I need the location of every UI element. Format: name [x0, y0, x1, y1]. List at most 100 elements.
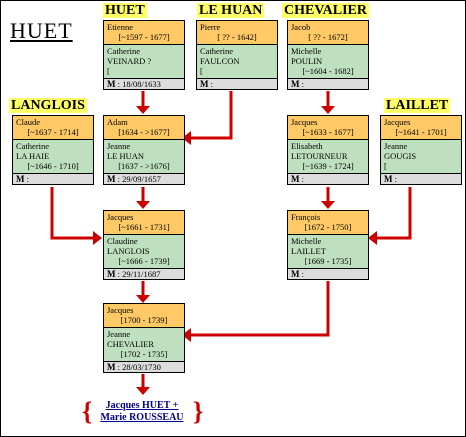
marriage-date: 29/11/1687 — [122, 269, 161, 279]
husband-dates: [~1597 - 1677] — [118, 32, 170, 42]
wife-surname: LETOURNEUR — [291, 151, 348, 161]
left-brace-icon: { — [82, 397, 93, 426]
wife-name: Catherine — [200, 46, 234, 56]
husband-dates: [1700 - 1739] — [120, 315, 168, 325]
arrow-langlois-to-huet-g1 — [50, 187, 94, 240]
wife-name: Jeanne — [107, 141, 131, 151]
husband-name: Jacob — [291, 22, 311, 32]
couple-box-huet-g1: Jacques [~1661 - 1731] Claudine LANGLOIS… — [103, 210, 185, 280]
wife-cell: Jeanne LE HUAN [1637 - >1676] — [104, 140, 184, 173]
family-label-langlois: LANGLOIS — [9, 98, 87, 113]
marriage-date: 29/09/1657 — [122, 174, 161, 184]
marriage-prefix: M — [200, 79, 209, 89]
arrow-lehuan-to-huet-g2 — [190, 91, 233, 140]
wife-name: Claudine — [107, 236, 138, 246]
wife-dates: [1637 - >1676] — [118, 161, 170, 171]
couple-box-laillet-g3: Jacques [~1641 - 1701] Jeanne GOUGIS [ M… — [380, 115, 462, 185]
husband-cell: François [1672 - 1750] — [288, 211, 368, 235]
family-label-chevalier: CHEVALIER — [282, 3, 369, 18]
wife-name: Michelle — [291, 236, 322, 246]
wife-cell: Catherine LA HAIE [~1646 - 1710] — [13, 140, 93, 173]
wife-surname: LANGLOIS — [107, 246, 150, 256]
couple-box-huet-g0: Jacques [1700 - 1739] Jeanne CHEVALIER [… — [103, 303, 185, 373]
arrowhead — [136, 201, 150, 209]
wife-cell: Michelle LAILLET [1669 - 1735] — [288, 235, 368, 268]
husband-cell: Jacques [~1633 - 1677] — [288, 116, 368, 140]
wife-cell: Catherine FAULCON [ — [197, 45, 277, 78]
husband-dates: [ ?? - 1672] — [308, 32, 348, 42]
husband-dates: [1634 - >1677] — [118, 127, 170, 137]
family-label-laillet: LAILLET — [384, 98, 451, 113]
arrowhead — [136, 106, 150, 114]
marriage-date: 28/03/1730 — [122, 362, 161, 372]
wife-dates: [ — [107, 66, 110, 76]
descendant-couple-link[interactable]: Jacques HUET + Marie ROUSSEAU — [82, 400, 202, 424]
marriage-row: M : — [288, 173, 368, 184]
result-line-2[interactable]: Marie ROUSSEAU — [100, 412, 184, 423]
arrowhead — [136, 387, 150, 395]
couple-box-langlois-g3: Claude [~1637 - 1714] Catherine LA HAIE … — [12, 115, 94, 185]
page-title: HUET — [10, 18, 73, 43]
right-brace-icon: } — [193, 397, 204, 426]
husband-cell: Pierre [ ?? - 1642] — [197, 21, 277, 45]
marriage-row: M : 29/11/1687 — [104, 268, 184, 279]
husband-name: Etienne — [107, 22, 133, 32]
wife-dates: [ — [200, 66, 203, 76]
marriage-prefix: M — [107, 174, 116, 184]
marriage-row: M : 29/09/1657 — [104, 173, 184, 184]
couple-box-chevalier-g1: François [1672 - 1750] Michelle LAILLET … — [287, 210, 369, 280]
marriage-row: M : — [288, 78, 368, 89]
marriage-row: M : 28/03/1730 — [104, 361, 184, 372]
husband-cell: Claude [~1637 - 1714] — [13, 116, 93, 140]
marriage-prefix: M — [291, 269, 300, 279]
result-line-1[interactable]: Jacques HUET + — [105, 400, 179, 411]
husband-name: Jacques — [384, 117, 411, 127]
husband-cell: Etienne [~1597 - 1677] — [104, 21, 184, 45]
husband-dates: [~1661 - 1731] — [118, 222, 170, 232]
husband-cell: Jacques [~1641 - 1701] — [381, 116, 461, 140]
wife-cell: Elisabeth LETOURNEUR [~1639 - 1724] — [288, 140, 368, 173]
couple-box-huet-g2: Adam [1634 - >1677] Jeanne LE HUAN [1637… — [103, 115, 185, 185]
wife-cell: Jeanne CHEVALIER [1702 - 1735] — [104, 328, 184, 361]
marriage-prefix: M — [107, 79, 116, 89]
arrow-chevalier-g1-to-huet-g0 — [190, 281, 330, 337]
husband-name: Jacques — [107, 305, 134, 315]
wife-surname: FAULCON — [200, 56, 240, 66]
family-label-huet: HUET — [103, 3, 147, 18]
arrowhead — [321, 201, 335, 209]
marriage-row: M : — [381, 173, 461, 184]
wife-surname: VEINARD ? — [107, 56, 152, 66]
arrowhead — [182, 131, 191, 145]
marriage-prefix: M — [107, 362, 116, 372]
husband-dates: [1672 - 1750] — [304, 222, 352, 232]
husband-name: Jacques — [291, 117, 318, 127]
marriage-date: 18/08/1633 — [122, 79, 161, 89]
couple-box-chevalier-g3: Jacob [ ?? - 1672] Michelle POULIN [~160… — [287, 20, 369, 90]
wife-cell: Jeanne GOUGIS [ — [381, 140, 461, 173]
husband-name: Adam — [107, 117, 128, 127]
husband-dates: [ ?? - 1642] — [217, 32, 257, 42]
marriage-prefix: M — [16, 174, 25, 184]
marriage-row: M : — [197, 78, 277, 89]
marriage-row: M : — [13, 173, 93, 184]
wife-name: Catherine — [16, 141, 50, 151]
wife-surname: LAILLET — [291, 246, 326, 256]
wife-surname: GOUGIS — [384, 151, 417, 161]
wife-name: Elisabeth — [291, 141, 323, 151]
marriage-prefix: M — [291, 174, 300, 184]
couple-box-huet-g3: Etienne [~1597 - 1677] Catherine VEINARD… — [103, 20, 185, 90]
husband-cell: Jacques [~1661 - 1731] — [104, 211, 184, 235]
wife-name: Catherine — [107, 46, 141, 56]
husband-dates: [~1641 - 1701] — [395, 127, 447, 137]
arrowhead — [182, 328, 191, 342]
wife-cell: Michelle POULIN [~1604 - 1682] — [288, 45, 368, 78]
wife-dates: [ — [384, 161, 387, 171]
wife-dates: [~1639 - 1724] — [302, 161, 354, 171]
family-label-le-huan: LE HUAN — [197, 3, 265, 18]
arrowhead — [368, 231, 377, 245]
marriage-prefix: M — [384, 174, 393, 184]
marriage-row: M : — [288, 268, 368, 279]
husband-name: Jacques — [107, 212, 134, 222]
husband-name: François — [291, 212, 321, 222]
